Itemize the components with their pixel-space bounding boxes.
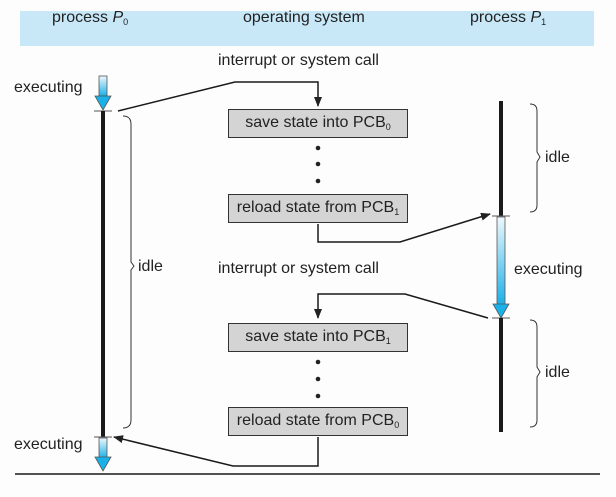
p0-executing-arrow-bottom	[94, 437, 112, 472]
p0-idle-brace	[122, 115, 135, 429]
box-save-state-pcb0: save state into PCB0	[228, 109, 408, 138]
label-p0-idle: idle	[138, 258, 163, 275]
box-reload-state-pcb0: reload state from PCB0	[228, 407, 408, 436]
p0-executing-arrow-top	[94, 75, 112, 111]
header-bar	[20, 11, 594, 46]
box-reload-state-pcb1: reload state from PCB1	[228, 194, 408, 223]
ellipsis-dot	[315, 145, 321, 151]
arrow-reload-pcb0-to-p0	[113, 435, 319, 467]
ellipsis-dot	[315, 376, 321, 382]
ellipsis-dot	[315, 178, 321, 184]
ellipsis-dot	[315, 359, 321, 365]
arrow-reload-pcb1-to-p1	[317, 212, 491, 243]
box-save-state-pcb1: save state into PCB1	[228, 323, 408, 352]
p1-executing-arrow	[492, 216, 510, 319]
label-interrupt-1: interrupt or system call	[218, 52, 379, 69]
header-process-p1: process P1	[470, 9, 547, 27]
arrow-p1-to-save-pcb1	[314, 293, 489, 319]
label-interrupt-2: interrupt or system call	[218, 260, 379, 277]
arrow-p0-to-save-pcb0	[117, 81, 322, 112]
label-p1-idle-bottom: idle	[545, 364, 570, 381]
p1-idle-brace-top	[529, 103, 541, 213]
label-p0-executing-bottom: executing	[14, 436, 83, 453]
label-p1-executing: executing	[514, 261, 583, 278]
header-operating-system: operating system	[243, 9, 365, 26]
header-process-p0: process P0	[52, 9, 129, 27]
ellipsis-dot	[315, 393, 321, 399]
p1-idle-brace-bottom	[529, 319, 541, 428]
label-p1-idle-top: idle	[545, 149, 570, 166]
ellipsis-dot	[315, 161, 321, 167]
label-p0-executing-top: executing	[14, 79, 83, 96]
